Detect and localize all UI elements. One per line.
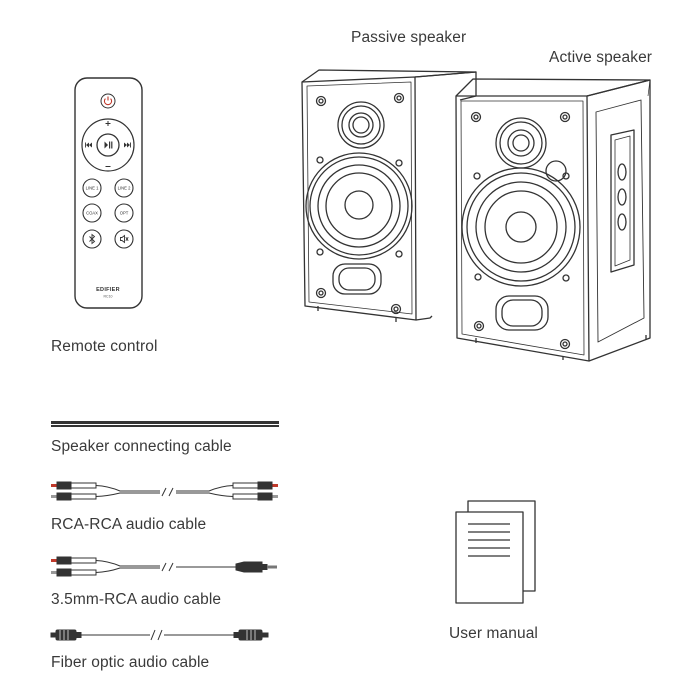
fiber-cable-label: Fiber optic audio cable bbox=[51, 654, 210, 671]
bluetooth-button bbox=[82, 229, 102, 249]
manual-front-page bbox=[455, 511, 524, 604]
line1-button-label: LINE 1 bbox=[86, 186, 99, 191]
active-bass-knob bbox=[617, 188, 627, 206]
volume-up-icon bbox=[105, 121, 111, 126]
play-pause-icon bbox=[104, 141, 113, 149]
power-icon bbox=[100, 93, 116, 109]
active-treble-knob bbox=[617, 213, 627, 231]
mute-button bbox=[114, 229, 134, 249]
fiber-left-connector bbox=[50, 629, 82, 641]
remote-body bbox=[74, 77, 143, 309]
user-manual-label: User manual bbox=[449, 625, 538, 642]
passive-woofer bbox=[305, 152, 413, 260]
rca-rca-cable-label: RCA-RCA audio cable bbox=[51, 516, 207, 533]
nav-ring bbox=[81, 118, 135, 172]
active-indicator bbox=[545, 160, 567, 182]
mm-rca-cable-label: 3.5mm-RCA audio cable bbox=[51, 591, 222, 608]
fiber-right-connector bbox=[233, 629, 269, 641]
passive-port bbox=[332, 263, 382, 295]
previous-icon bbox=[85, 142, 92, 148]
remote-control-label: Remote control bbox=[51, 338, 158, 355]
opt-button bbox=[114, 203, 134, 223]
opt-button-label: OPT bbox=[120, 211, 129, 216]
remote-brand-logo: EDIFIER bbox=[96, 287, 120, 293]
active-woofer bbox=[461, 167, 581, 287]
coax-button bbox=[82, 203, 102, 223]
active-volume-knob bbox=[617, 163, 627, 181]
active-speaker-label: Active speaker bbox=[549, 49, 653, 66]
active-port bbox=[495, 295, 549, 331]
mute-icon bbox=[120, 234, 129, 244]
play-pause-button bbox=[96, 133, 120, 157]
mm-rca-plug-white bbox=[51, 568, 97, 577]
active-speaker-front bbox=[455, 95, 590, 362]
next-icon bbox=[124, 142, 131, 148]
line1-button bbox=[82, 178, 102, 198]
passive-tweeter bbox=[337, 101, 385, 149]
coax-button-label: COAX bbox=[86, 211, 98, 216]
remote-model-text: RC10 bbox=[104, 295, 113, 299]
line2-button-label: LINE 2 bbox=[118, 186, 131, 191]
bluetooth-icon bbox=[89, 233, 96, 245]
speaker-cable-label: Speaker connecting cable bbox=[51, 438, 232, 455]
line2-button bbox=[114, 178, 134, 198]
passive-speaker-label: Passive speaker bbox=[351, 29, 467, 46]
mm-jack-plug bbox=[235, 561, 277, 573]
